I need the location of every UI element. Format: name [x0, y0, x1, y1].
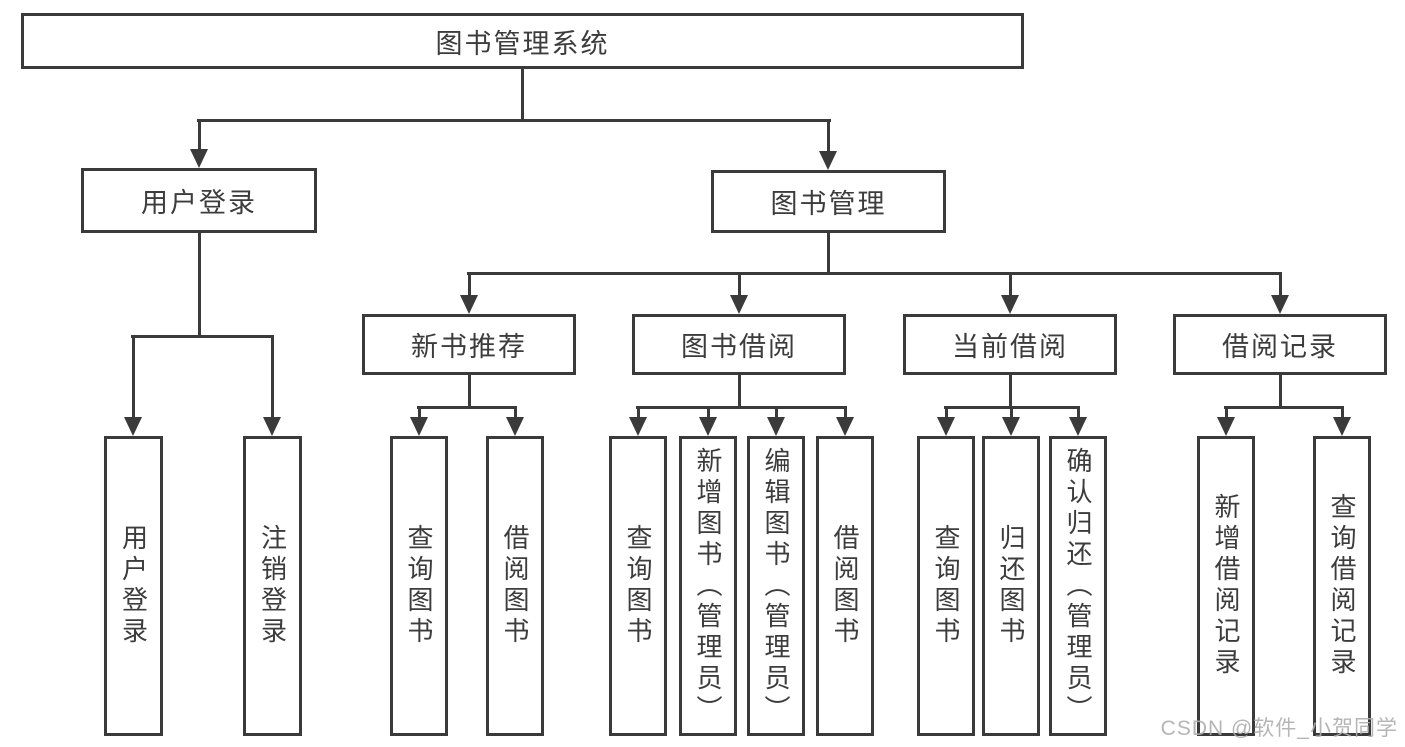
connector-line: [1340, 407, 1344, 420]
connector-line: [417, 407, 421, 420]
arrow-down-icon: [124, 417, 142, 436]
connector-line: [636, 405, 847, 409]
leaf-borrow-edit-admin: 编辑图书（管理员）: [747, 436, 805, 736]
arrow-down-icon: [1002, 417, 1020, 436]
connector-line: [737, 374, 741, 409]
arrow-down-icon: [263, 417, 281, 436]
leaf-newbooks-borrow: 借阅图书: [486, 436, 544, 736]
connector-line: [467, 271, 1282, 275]
connector-line: [197, 233, 201, 338]
connector-line: [131, 336, 135, 420]
arrow-down-icon: [629, 417, 647, 436]
connector-line: [467, 374, 471, 409]
connector-line: [1224, 405, 1344, 409]
arrow-down-icon: [1271, 295, 1289, 314]
leaf-current-query: 查询图书: [917, 436, 975, 736]
connector-line: [826, 233, 830, 275]
connector-line: [843, 407, 847, 420]
connector-line: [417, 405, 517, 409]
connector-line: [944, 407, 948, 420]
connector-line: [197, 118, 831, 122]
leaf-user-login: 用户登录: [104, 436, 163, 736]
connector-line: [131, 334, 274, 338]
connector-line: [1009, 407, 1013, 420]
arrow-down-icon: [730, 295, 748, 314]
arrow-down-icon: [1001, 295, 1019, 314]
arrow-down-icon: [410, 417, 428, 436]
connector-line: [467, 273, 471, 298]
arrow-down-icon: [1069, 417, 1087, 436]
connector-line: [774, 407, 778, 420]
connector-line: [513, 407, 517, 420]
arrow-down-icon: [190, 149, 208, 168]
leaf-records-query: 查询借阅记录: [1313, 436, 1371, 736]
connector-line: [1278, 374, 1282, 409]
connector-line: [1008, 374, 1012, 409]
node-book-mgmt: 图书管理: [711, 170, 946, 233]
arrow-down-icon: [836, 417, 854, 436]
arrow-down-icon: [699, 417, 717, 436]
arrow-down-icon: [1217, 417, 1235, 436]
node-root: 图书管理系统: [21, 13, 1024, 69]
arrow-down-icon: [1333, 417, 1351, 436]
connector-line: [826, 120, 830, 154]
node-current-borrow: 当前借阅: [903, 314, 1117, 375]
leaf-current-return: 归还图书: [982, 436, 1040, 736]
connector-line: [1008, 273, 1012, 298]
arrow-down-icon: [767, 417, 785, 436]
connector-line: [1224, 407, 1228, 420]
connector-line: [197, 120, 201, 152]
node-book-borrow: 图书借阅: [632, 314, 846, 375]
connector-line: [636, 407, 640, 420]
leaf-newbooks-query: 查询图书: [390, 436, 448, 736]
connector-line: [1278, 273, 1282, 298]
leaf-borrow-query: 查询图书: [609, 436, 667, 736]
leaf-records-add: 新增借阅记录: [1197, 436, 1255, 736]
connector-line: [737, 273, 741, 298]
connector-line: [1076, 407, 1080, 420]
node-user-login: 用户登录: [81, 168, 317, 233]
arrow-down-icon: [506, 417, 524, 436]
arrow-down-icon: [819, 151, 837, 170]
node-borrow-records: 借阅记录: [1173, 314, 1387, 375]
connector-line: [520, 68, 524, 121]
arrow-down-icon: [937, 417, 955, 436]
watermark: CSDN @软件_小贺同学: [1160, 717, 1398, 740]
connector-line: [270, 336, 274, 420]
connector-line: [706, 407, 710, 420]
leaf-logout: 注销登录: [243, 436, 302, 736]
leaf-borrow-borrow: 借阅图书: [816, 436, 874, 736]
leaf-current-confirm-admin: 确认归还（管理员）: [1049, 436, 1107, 736]
node-new-books: 新书推荐: [362, 314, 576, 375]
arrow-down-icon: [460, 295, 478, 314]
leaf-borrow-add-admin: 新增图书（管理员）: [679, 436, 737, 736]
